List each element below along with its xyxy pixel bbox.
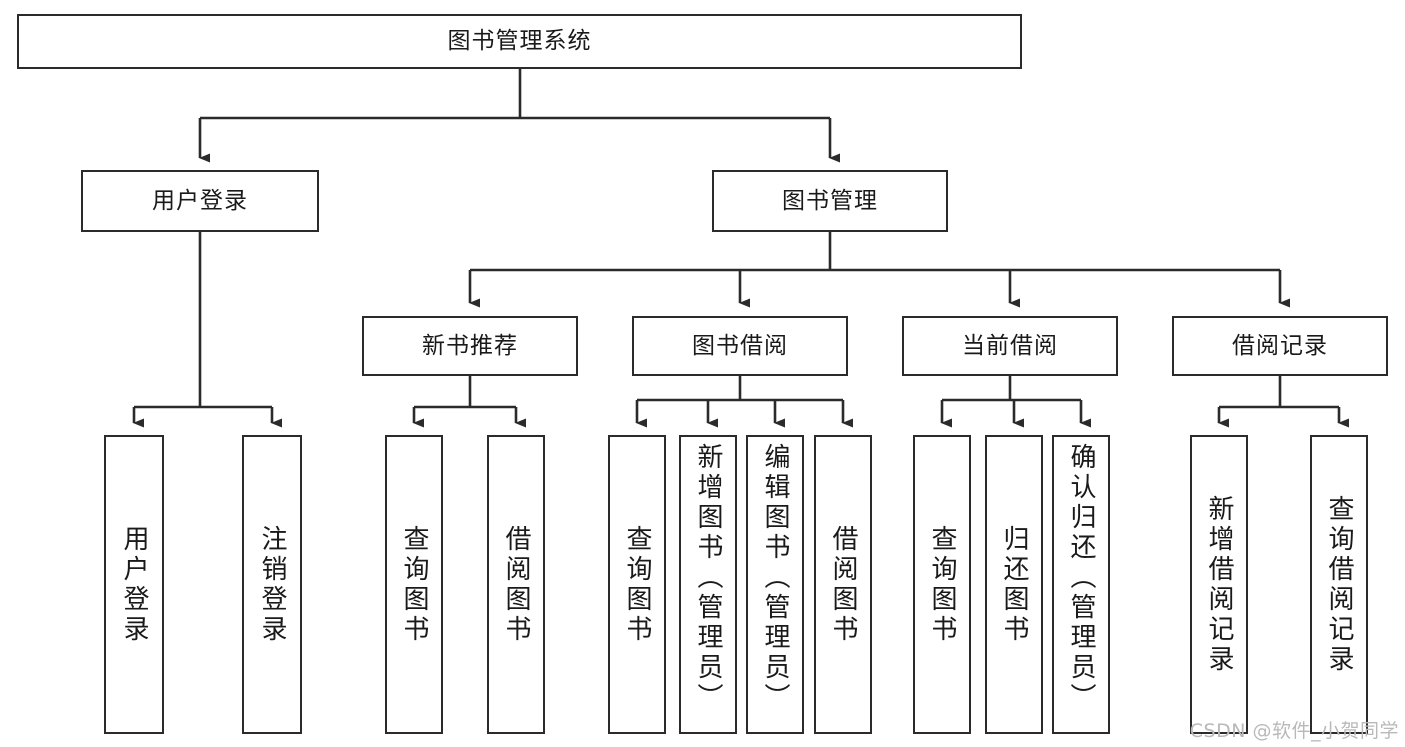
leaf-user-login[interactable]: 用户登录 [104,435,164,734]
leaf-add-book-admin-label: 新增图书（管理员） [693,443,723,713]
node-root-label: 图书管理系统 [447,28,592,55]
node-user-login[interactable]: 用户登录 [81,170,319,232]
leaf-return-book[interactable]: 归还图书 [985,435,1043,734]
leaf-confirm-return-admin-label: 确认归还（管理员） [1066,443,1096,713]
leaf-edit-book-admin[interactable]: 编辑图书（管理员） [746,435,804,734]
leaf-query-book-borrow[interactable]: 查询图书 [608,435,666,734]
node-book-management-label: 图书管理 [782,187,878,214]
node-user-login-label: 用户登录 [152,187,248,214]
node-book-borrow[interactable]: 图书借阅 [632,316,848,376]
leaf-logout-label: 注销登录 [257,524,287,645]
leaf-borrow-book[interactable]: 借阅图书 [814,435,872,734]
leaf-query-borrow-record-label: 查询借阅记录 [1324,494,1354,675]
leaf-add-borrow-record[interactable]: 新增借阅记录 [1190,435,1248,734]
leaf-borrow-book-recommend[interactable]: 借阅图书 [487,435,545,734]
watermark: CSDN @软件_小贺同学 [1189,720,1399,742]
node-borrow-record-label: 借阅记录 [1232,332,1328,359]
leaf-query-book-recommend[interactable]: 查询图书 [385,435,443,734]
leaf-return-book-label: 归还图书 [999,524,1029,645]
node-current-borrow-label: 当前借阅 [962,332,1058,359]
leaf-add-borrow-record-label: 新增借阅记录 [1204,494,1234,675]
leaf-query-book-current-label: 查询图书 [927,524,957,645]
node-new-book-recommend-label: 新书推荐 [422,332,518,359]
leaf-borrow-book-recommend-label: 借阅图书 [501,524,531,645]
node-book-management[interactable]: 图书管理 [712,170,948,232]
leaf-query-book-borrow-label: 查询图书 [622,524,652,645]
leaf-logout[interactable]: 注销登录 [242,435,302,734]
node-current-borrow[interactable]: 当前借阅 [902,316,1118,376]
node-borrow-record[interactable]: 借阅记录 [1172,316,1388,376]
node-new-book-recommend[interactable]: 新书推荐 [362,316,578,376]
leaf-add-book-admin[interactable]: 新增图书（管理员） [679,435,737,734]
leaf-confirm-return-admin[interactable]: 确认归还（管理员） [1052,435,1110,734]
node-book-borrow-label: 图书借阅 [692,332,788,359]
leaf-query-borrow-record[interactable]: 查询借阅记录 [1310,435,1368,734]
leaf-borrow-book-label: 借阅图书 [828,524,858,645]
leaf-edit-book-admin-label: 编辑图书（管理员） [760,443,790,713]
leaf-query-book-current[interactable]: 查询图书 [913,435,971,734]
leaf-query-book-recommend-label: 查询图书 [399,524,429,645]
leaf-user-login-label: 用户登录 [119,524,149,645]
node-root[interactable]: 图书管理系统 [17,14,1022,69]
